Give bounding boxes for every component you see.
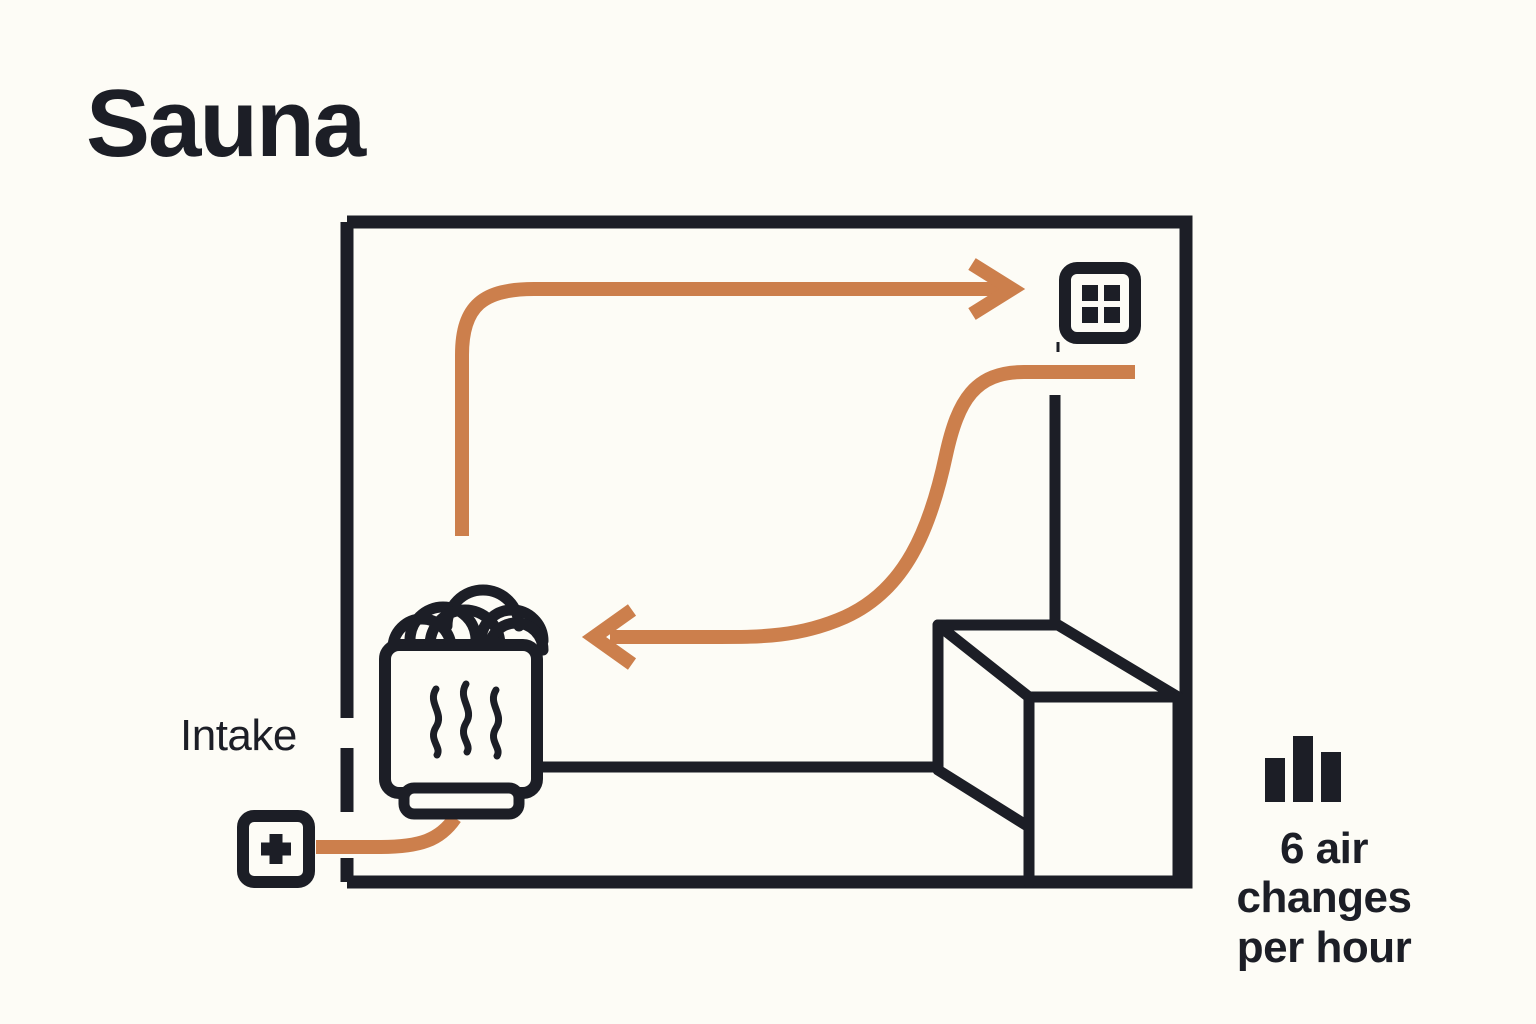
sauna-heater-icon [379, 584, 549, 820]
room-outline [340, 215, 1193, 889]
page-title: Sauna [86, 70, 366, 177]
vent-cell-1 [1082, 285, 1098, 301]
heat-wave-3 [489, 686, 503, 760]
exhaust-vent-icon[interactable] [1056, 262, 1141, 352]
intake-label: Intake [180, 711, 297, 760]
intake-vent-plus-glyph [261, 834, 291, 864]
airflow-arrow-lower [581, 365, 1135, 670]
exhaust-vent-frame [1059, 262, 1141, 344]
air-changes-metric: 6 air changes per hour [1224, 824, 1424, 972]
sauna-bench [536, 619, 1184, 888]
airflow-lower-arrowhead [581, 604, 637, 670]
heat-wave-2 [459, 680, 473, 756]
airflow-arrow-upper [455, 258, 1026, 536]
heater-stone-back-3 [475, 604, 549, 647]
heat-wave-1 [429, 685, 443, 759]
exhaust-vent-grid-glyph [1082, 285, 1120, 323]
airflow-lower-line [610, 365, 1135, 644]
heater-stone-back-1 [404, 601, 482, 646]
vent-cell-2 [1104, 285, 1120, 301]
bar-chart-bar-2 [1293, 736, 1313, 802]
airflow-upper-line [455, 282, 1000, 536]
bar-chart-bar-3 [1321, 752, 1341, 802]
heater-base [398, 782, 525, 820]
vent-cell-3 [1082, 307, 1098, 323]
bar-chart-bar-1 [1265, 758, 1285, 802]
vent-cell-4 [1104, 307, 1120, 323]
heater-stone-front-1 [387, 613, 457, 654]
airflow-upper-arrowhead [968, 258, 1026, 320]
intake-duct-path [316, 813, 461, 854]
air-changes-label: 6 air changes per hour [1236, 824, 1412, 972]
intake-duct-curve [316, 813, 461, 854]
bench-top-face [932, 619, 1184, 703]
room-wall-main [347, 215, 1193, 889]
heater-body [379, 639, 543, 799]
intake-vent-icon[interactable] [237, 810, 315, 888]
bar-chart-icon [1265, 736, 1341, 802]
bench-front-face [1023, 691, 1184, 888]
